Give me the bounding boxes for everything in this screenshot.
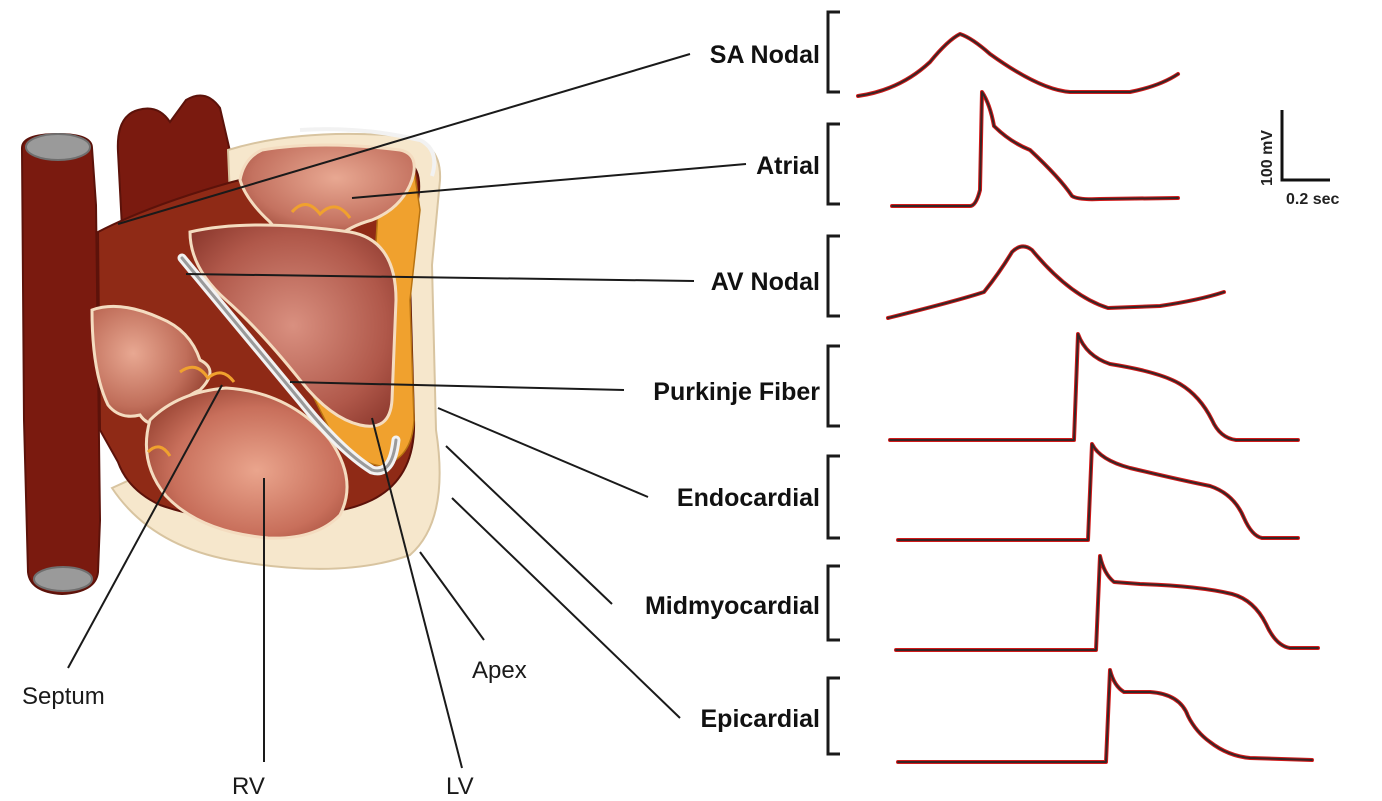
label-sa-nodal: SA Nodal (710, 41, 820, 69)
trace-av-nodal (888, 246, 1224, 318)
trace-atrial-highlight (892, 92, 1178, 206)
bracket-av-nodal (828, 236, 840, 316)
heart-illustration (22, 96, 440, 595)
label-apex: Apex (472, 657, 527, 684)
bracket-epicardial (828, 678, 840, 754)
scale-bar-axes (1282, 110, 1330, 180)
label-av-nodal: AV Nodal (711, 268, 820, 296)
bracket-atrial (828, 124, 840, 204)
label-lv: LV (446, 773, 474, 800)
trace-endocardial-highlight (898, 444, 1298, 540)
vessel-opening-bottom (34, 567, 92, 591)
leader-midmyocardial (446, 446, 612, 604)
trace-epicardial-highlight (898, 670, 1312, 762)
vessel-opening-top (26, 134, 90, 160)
trace-brackets (828, 12, 840, 754)
trace-sa-nodal (858, 34, 1178, 96)
scale-bar: 100 mV 0.2 sec (1259, 110, 1339, 208)
trace-endocardial (898, 444, 1298, 540)
label-epicardial: Epicardial (701, 705, 821, 733)
bracket-midmyocardial (828, 566, 840, 640)
label-endocardial: Endocardial (677, 484, 820, 512)
bracket-purkinje (828, 346, 840, 426)
label-rv: RV (232, 773, 265, 800)
label-septum: Septum (22, 683, 105, 710)
trace-purkinje (890, 334, 1298, 440)
trace-atrial (892, 92, 1178, 206)
vena-cava-vessel (22, 134, 100, 594)
trace-midmyocardial-highlight (896, 556, 1318, 650)
bracket-sa-nodal (828, 12, 840, 92)
label-midmyocardial: Midmyocardial (645, 592, 820, 620)
label-atrial: Atrial (756, 152, 820, 180)
leader-endocardial (438, 408, 648, 497)
scale-bar-time: 0.2 sec (1286, 191, 1339, 208)
leader-apex (420, 552, 484, 640)
action-potential-traces (858, 34, 1318, 762)
trace-purkinje-highlight (890, 334, 1298, 440)
trace-sa-nodal-highlight (858, 34, 1178, 96)
label-purkinje-fiber: Purkinje Fiber (653, 378, 820, 406)
bracket-endocardial (828, 456, 840, 538)
scale-bar-voltage: 100 mV (1259, 130, 1276, 186)
trace-av-nodal-highlight (888, 246, 1224, 318)
